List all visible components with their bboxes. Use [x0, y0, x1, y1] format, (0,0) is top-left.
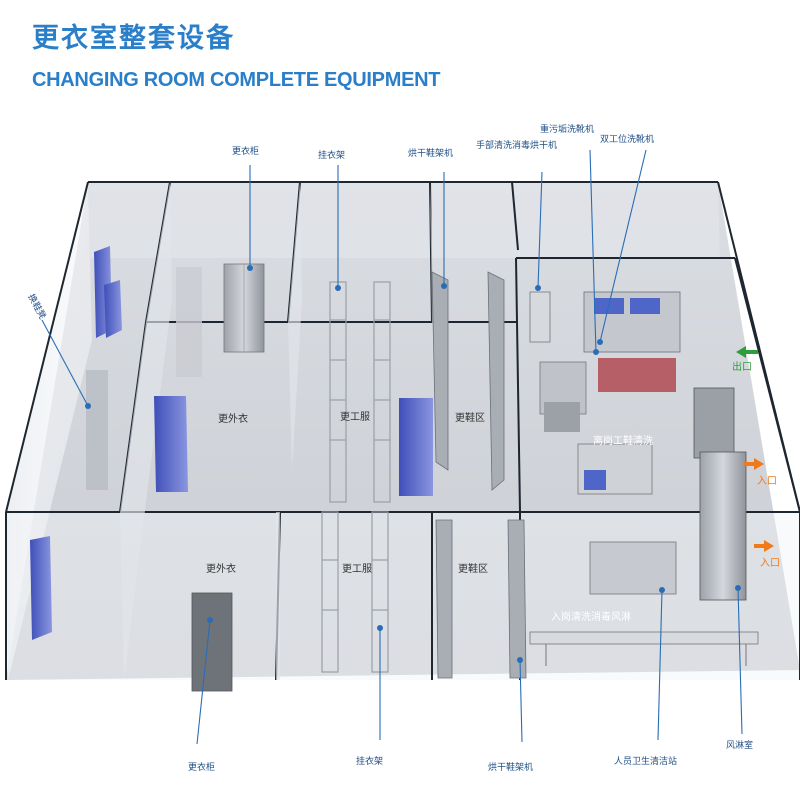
- room-outer-back: 更外衣: [218, 412, 248, 425]
- sign-exit: 出口: [732, 360, 752, 373]
- callout-shoe-bench: 换鞋凳: [25, 292, 48, 321]
- callout-hand-dryer: 手部清洗消毒烘干机: [476, 139, 557, 151]
- room-outer-front: 更外衣: [206, 562, 236, 575]
- callout-dual-washer: 双工位洗靴机: [600, 133, 654, 145]
- left-wall: [6, 182, 92, 680]
- room-entry-wash: 入岗清洗消毒风淋: [551, 610, 631, 623]
- callout-coat-rack-top: 挂衣架: [318, 149, 345, 161]
- callout-shoe-dryer-top: 烘干鞋架机: [408, 147, 453, 159]
- back-wall: [88, 182, 720, 258]
- lockers: [86, 263, 265, 692]
- entry-arrow-1: [744, 458, 764, 470]
- room-shoe-back: 更鞋区: [455, 411, 485, 424]
- callout-shoe-dryer-bottom: 烘干鞋架机: [488, 761, 533, 773]
- leader-lines: [41, 149, 743, 745]
- page-title-en: CHANGING ROOM COMPLETE EQUIPMENT: [32, 69, 441, 91]
- callout-locker-bottom: 更衣柜: [188, 761, 215, 773]
- callout-heavy-washer: 重污垢洗靴机: [540, 123, 594, 135]
- callout-locker-top: 更衣柜: [232, 145, 259, 157]
- room-work-back: 更工服: [340, 411, 370, 423]
- room-work-front: 更工服: [342, 563, 372, 575]
- exit-arrow: [736, 346, 758, 358]
- page-title-cn: 更衣室整套设备: [32, 23, 235, 54]
- entry-arrow-2: [754, 540, 774, 552]
- callout-hygiene-station: 人员卫生清洁站: [614, 755, 677, 767]
- blue-doors: [30, 246, 433, 640]
- callout-coat-rack-bottom: 挂衣架: [356, 755, 383, 767]
- leader-dots: [85, 265, 741, 663]
- sign-entry-2: 入口: [760, 558, 780, 569]
- wash-equipment: [529, 291, 759, 666]
- sign-entry-1: 入口: [757, 476, 777, 487]
- room-exit-wash: 离岗工鞋清洗: [593, 434, 653, 447]
- callout-air-shower: 风淋室: [726, 739, 753, 751]
- shoe-racks: [431, 271, 527, 679]
- room-shoe-front: 更鞋区: [458, 562, 488, 575]
